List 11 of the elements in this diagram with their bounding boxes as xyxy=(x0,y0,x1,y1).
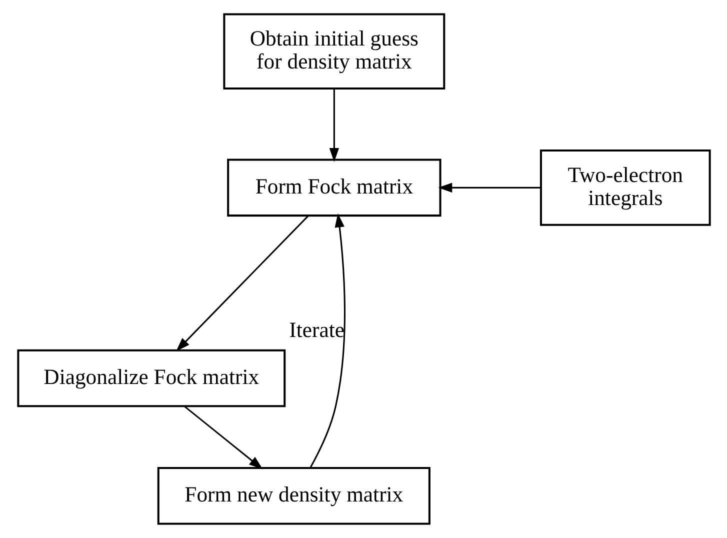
arrow xyxy=(183,406,262,470)
arrow xyxy=(328,88,339,162)
arrow xyxy=(309,213,346,468)
node-box: Form new density matrix xyxy=(156,467,430,525)
node-box: Form Fock matrix xyxy=(226,158,441,217)
arrow xyxy=(438,182,540,193)
node-box: Obtain initial guess for density matrix xyxy=(222,13,445,90)
node-box: Two-electron integrals xyxy=(539,150,710,226)
edge-label: Iterate xyxy=(288,318,344,342)
node-box: Diagonalize Fock matrix xyxy=(16,349,286,408)
arrow xyxy=(176,215,308,352)
